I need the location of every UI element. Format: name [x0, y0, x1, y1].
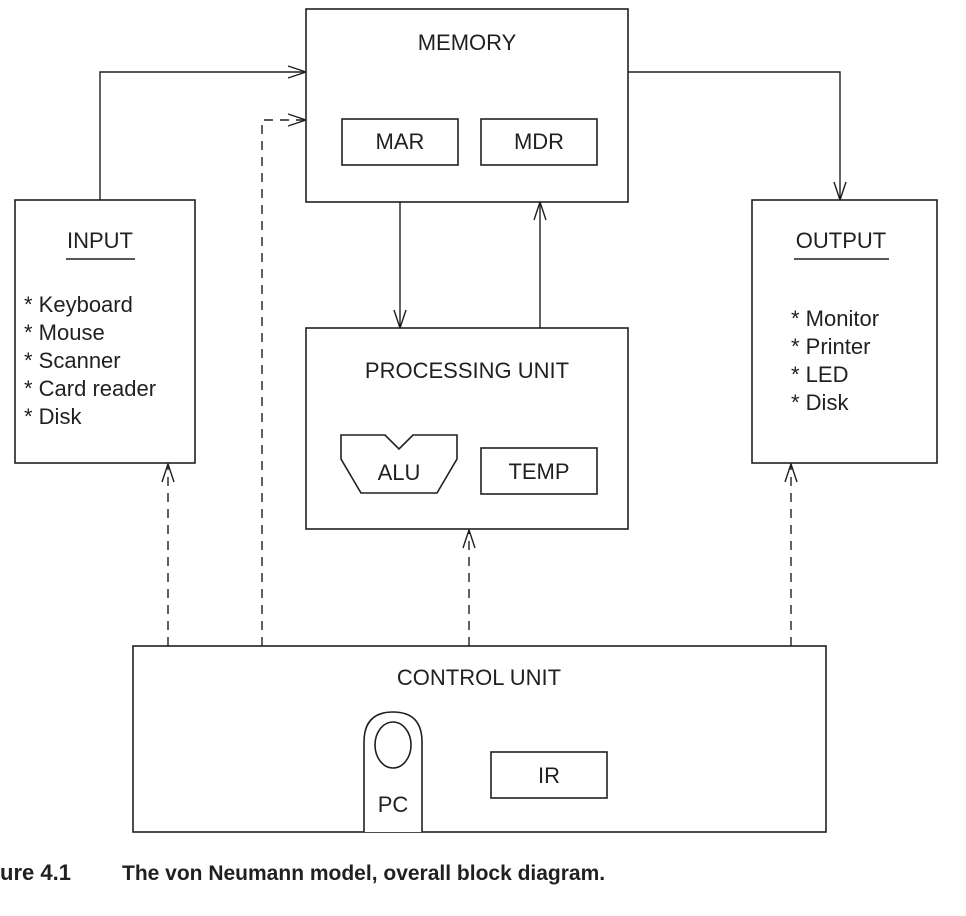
control-to-processing-arrowhead — [462, 527, 476, 549]
input-to-memory-wire — [99, 71, 306, 200]
input-item: * Scanner — [24, 348, 121, 373]
processing-unit-block: PROCESSING UNIT ALU TEMP — [305, 327, 629, 530]
control-unit-box — [132, 645, 827, 833]
temp-label: TEMP — [508, 459, 569, 484]
output-title: OUTPUT — [796, 228, 886, 253]
figure-caption-text: The von Neumann model, overall block dia… — [122, 862, 605, 885]
pc-label: PC — [378, 792, 409, 817]
output-item: * LED — [791, 362, 848, 387]
alu-label: ALU — [378, 460, 421, 485]
pc-counter-face — [374, 721, 412, 769]
processing-unit-box — [305, 327, 629, 530]
output-block: OUTPUT * Monitor * Printer * LED * Disk — [751, 199, 938, 464]
memory-block: MEMORY MAR MDR — [305, 8, 629, 203]
figure-number: ure 4.1 — [0, 860, 71, 885]
input-item: * Keyboard — [24, 292, 133, 317]
control-unit-title: CONTROL UNIT — [397, 665, 561, 690]
mdr-label: MDR — [514, 129, 564, 154]
input-item: * Mouse — [24, 320, 105, 345]
memory-title: MEMORY — [418, 30, 517, 55]
mdr-register — [480, 118, 598, 166]
control-unit-block: CONTROL UNIT PC IR — [132, 645, 827, 833]
ir-register — [490, 751, 608, 799]
input-title: INPUT — [67, 228, 133, 253]
mar-label: MAR — [376, 129, 425, 154]
control-to-output-arrowhead — [784, 461, 798, 483]
output-item: * Printer — [791, 334, 870, 359]
processing-unit-title: PROCESSING UNIT — [365, 358, 569, 383]
output-item: * Monitor — [791, 306, 879, 331]
temp-register — [480, 447, 598, 495]
input-item: * Disk — [24, 404, 82, 429]
alu-shape — [340, 434, 458, 494]
input-block: INPUT * Keyboard * Mouse * Scanner * Car… — [14, 199, 196, 464]
control-to-memory-wire — [261, 119, 306, 646]
output-item: * Disk — [791, 390, 849, 415]
memory-to-output-wire — [628, 71, 841, 200]
control-to-input-arrowhead — [161, 461, 175, 483]
mar-register — [341, 118, 459, 166]
input-item: * Card reader — [24, 376, 156, 401]
figure-caption: ure 4.1 The von Neumann model, overall b… — [0, 860, 605, 885]
memory-box — [305, 8, 629, 203]
output-box — [751, 199, 938, 464]
ir-label: IR — [538, 763, 560, 788]
input-box — [14, 199, 196, 464]
